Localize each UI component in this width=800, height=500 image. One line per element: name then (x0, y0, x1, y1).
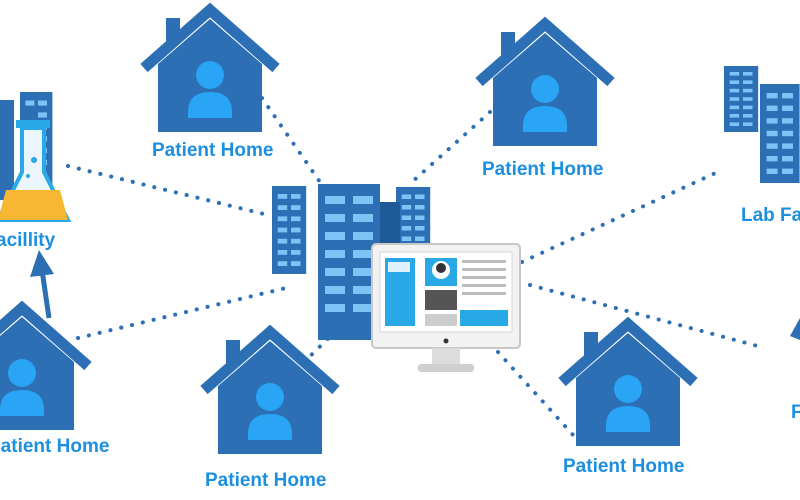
patient-home-label: Patient Home (205, 470, 327, 491)
partial-label: F (791, 402, 800, 423)
connector-line (528, 283, 767, 350)
lab-facility-label: Lab Fa (741, 205, 800, 226)
partial-facility-icon (790, 318, 800, 340)
hospital-buildings-icon (724, 66, 800, 183)
hospital-buildings-icon (272, 184, 431, 340)
patient-home-label: Patient Home (563, 456, 685, 477)
connector-line (66, 164, 270, 217)
connector-line (496, 350, 576, 438)
house-with-person-icon (204, 332, 336, 454)
connector-line (520, 168, 724, 264)
patient-home-label: Patient Home (482, 159, 604, 180)
connector-line (410, 110, 492, 184)
house-with-person-icon (479, 24, 611, 146)
arrow-icon (30, 250, 54, 319)
patient-home-label: Patient Home (0, 436, 110, 457)
house-with-person-icon (0, 308, 88, 430)
house-with-person-icon (144, 10, 276, 132)
patient-home-label: Patient Home (152, 140, 274, 161)
connector-line (76, 285, 292, 340)
lab-facility-label: acillity (0, 230, 56, 251)
lab-flask-icon (0, 92, 72, 222)
desktop-monitor-icon (371, 243, 521, 372)
connector-line (260, 96, 324, 187)
house-with-person-icon (562, 324, 694, 446)
